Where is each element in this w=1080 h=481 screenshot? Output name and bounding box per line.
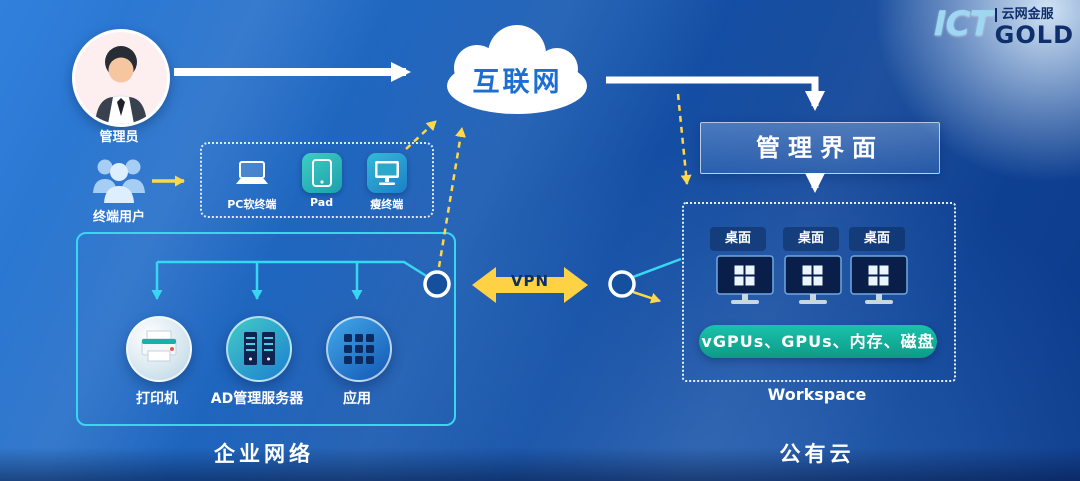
vpn-label: VPN <box>510 272 550 290</box>
admin-label: 管理员 <box>99 130 139 145</box>
workspace-box <box>682 202 956 382</box>
enterprise-network-title: 企业网络 <box>214 442 314 466</box>
cloud-icon <box>447 25 587 114</box>
arrow-internet-to-management <box>606 76 825 111</box>
terminal-pad-label: Pad <box>310 196 334 209</box>
public-cloud-title: 公有云 <box>779 442 855 466</box>
logo-ict: ICT <box>933 4 993 44</box>
arrow-gateway-to-desktops <box>632 290 661 304</box>
terminal-devices-group: PC软终端 Pad 瘦终端 <box>200 142 434 218</box>
logo-brand-name: 云网金服 <box>994 7 1074 23</box>
admin-avatar-icon <box>72 29 170 127</box>
windows-desktop-icon <box>781 254 845 312</box>
terminal-thin-label: 瘦终端 <box>370 198 404 211</box>
line-gateway-to-workspace <box>632 257 682 279</box>
internet-node <box>425 24 610 119</box>
printer-icon <box>126 316 192 382</box>
workspace-label: Workspace <box>767 385 867 404</box>
end-users-label: 终端用户 <box>92 210 145 225</box>
gateway-node-right <box>608 270 636 298</box>
user-group-icon <box>88 153 150 209</box>
enterprise-network-box <box>76 232 456 426</box>
desktop-tab: 桌面 <box>710 227 766 251</box>
windows-desktop-icon <box>847 254 911 312</box>
resources-pill: vGPUs、GPUs、内存、磁盘 <box>699 325 937 358</box>
internet-label: 互联网 <box>472 67 563 98</box>
management-ui-box: 管理界面 <box>700 122 940 174</box>
app-label: 应用 <box>343 391 371 407</box>
ad-server-label: AD管理服务器 <box>210 391 304 407</box>
desktop-tab: 桌面 <box>783 227 839 251</box>
terminal-pc: PC软终端 <box>227 153 276 212</box>
server-icon <box>226 316 292 382</box>
tablet-icon <box>301 153 342 193</box>
terminal-pad: Pad <box>301 153 342 209</box>
logo-gold: GOLD <box>994 21 1074 50</box>
laptop-icon <box>232 153 272 193</box>
windows-desktop-icon <box>713 254 777 312</box>
terminal-pc-label: PC软终端 <box>227 198 277 211</box>
thin-client-icon <box>366 153 407 193</box>
app-grid-icon <box>326 316 392 382</box>
terminal-thin: 瘦终端 <box>366 153 407 212</box>
brand-logo: ICT 云网金服 GOLD <box>933 4 1074 50</box>
arrow-internet-to-workspace <box>676 93 692 185</box>
printer-label: 打印机 <box>136 391 178 407</box>
desktop-tab: 桌面 <box>849 227 905 251</box>
